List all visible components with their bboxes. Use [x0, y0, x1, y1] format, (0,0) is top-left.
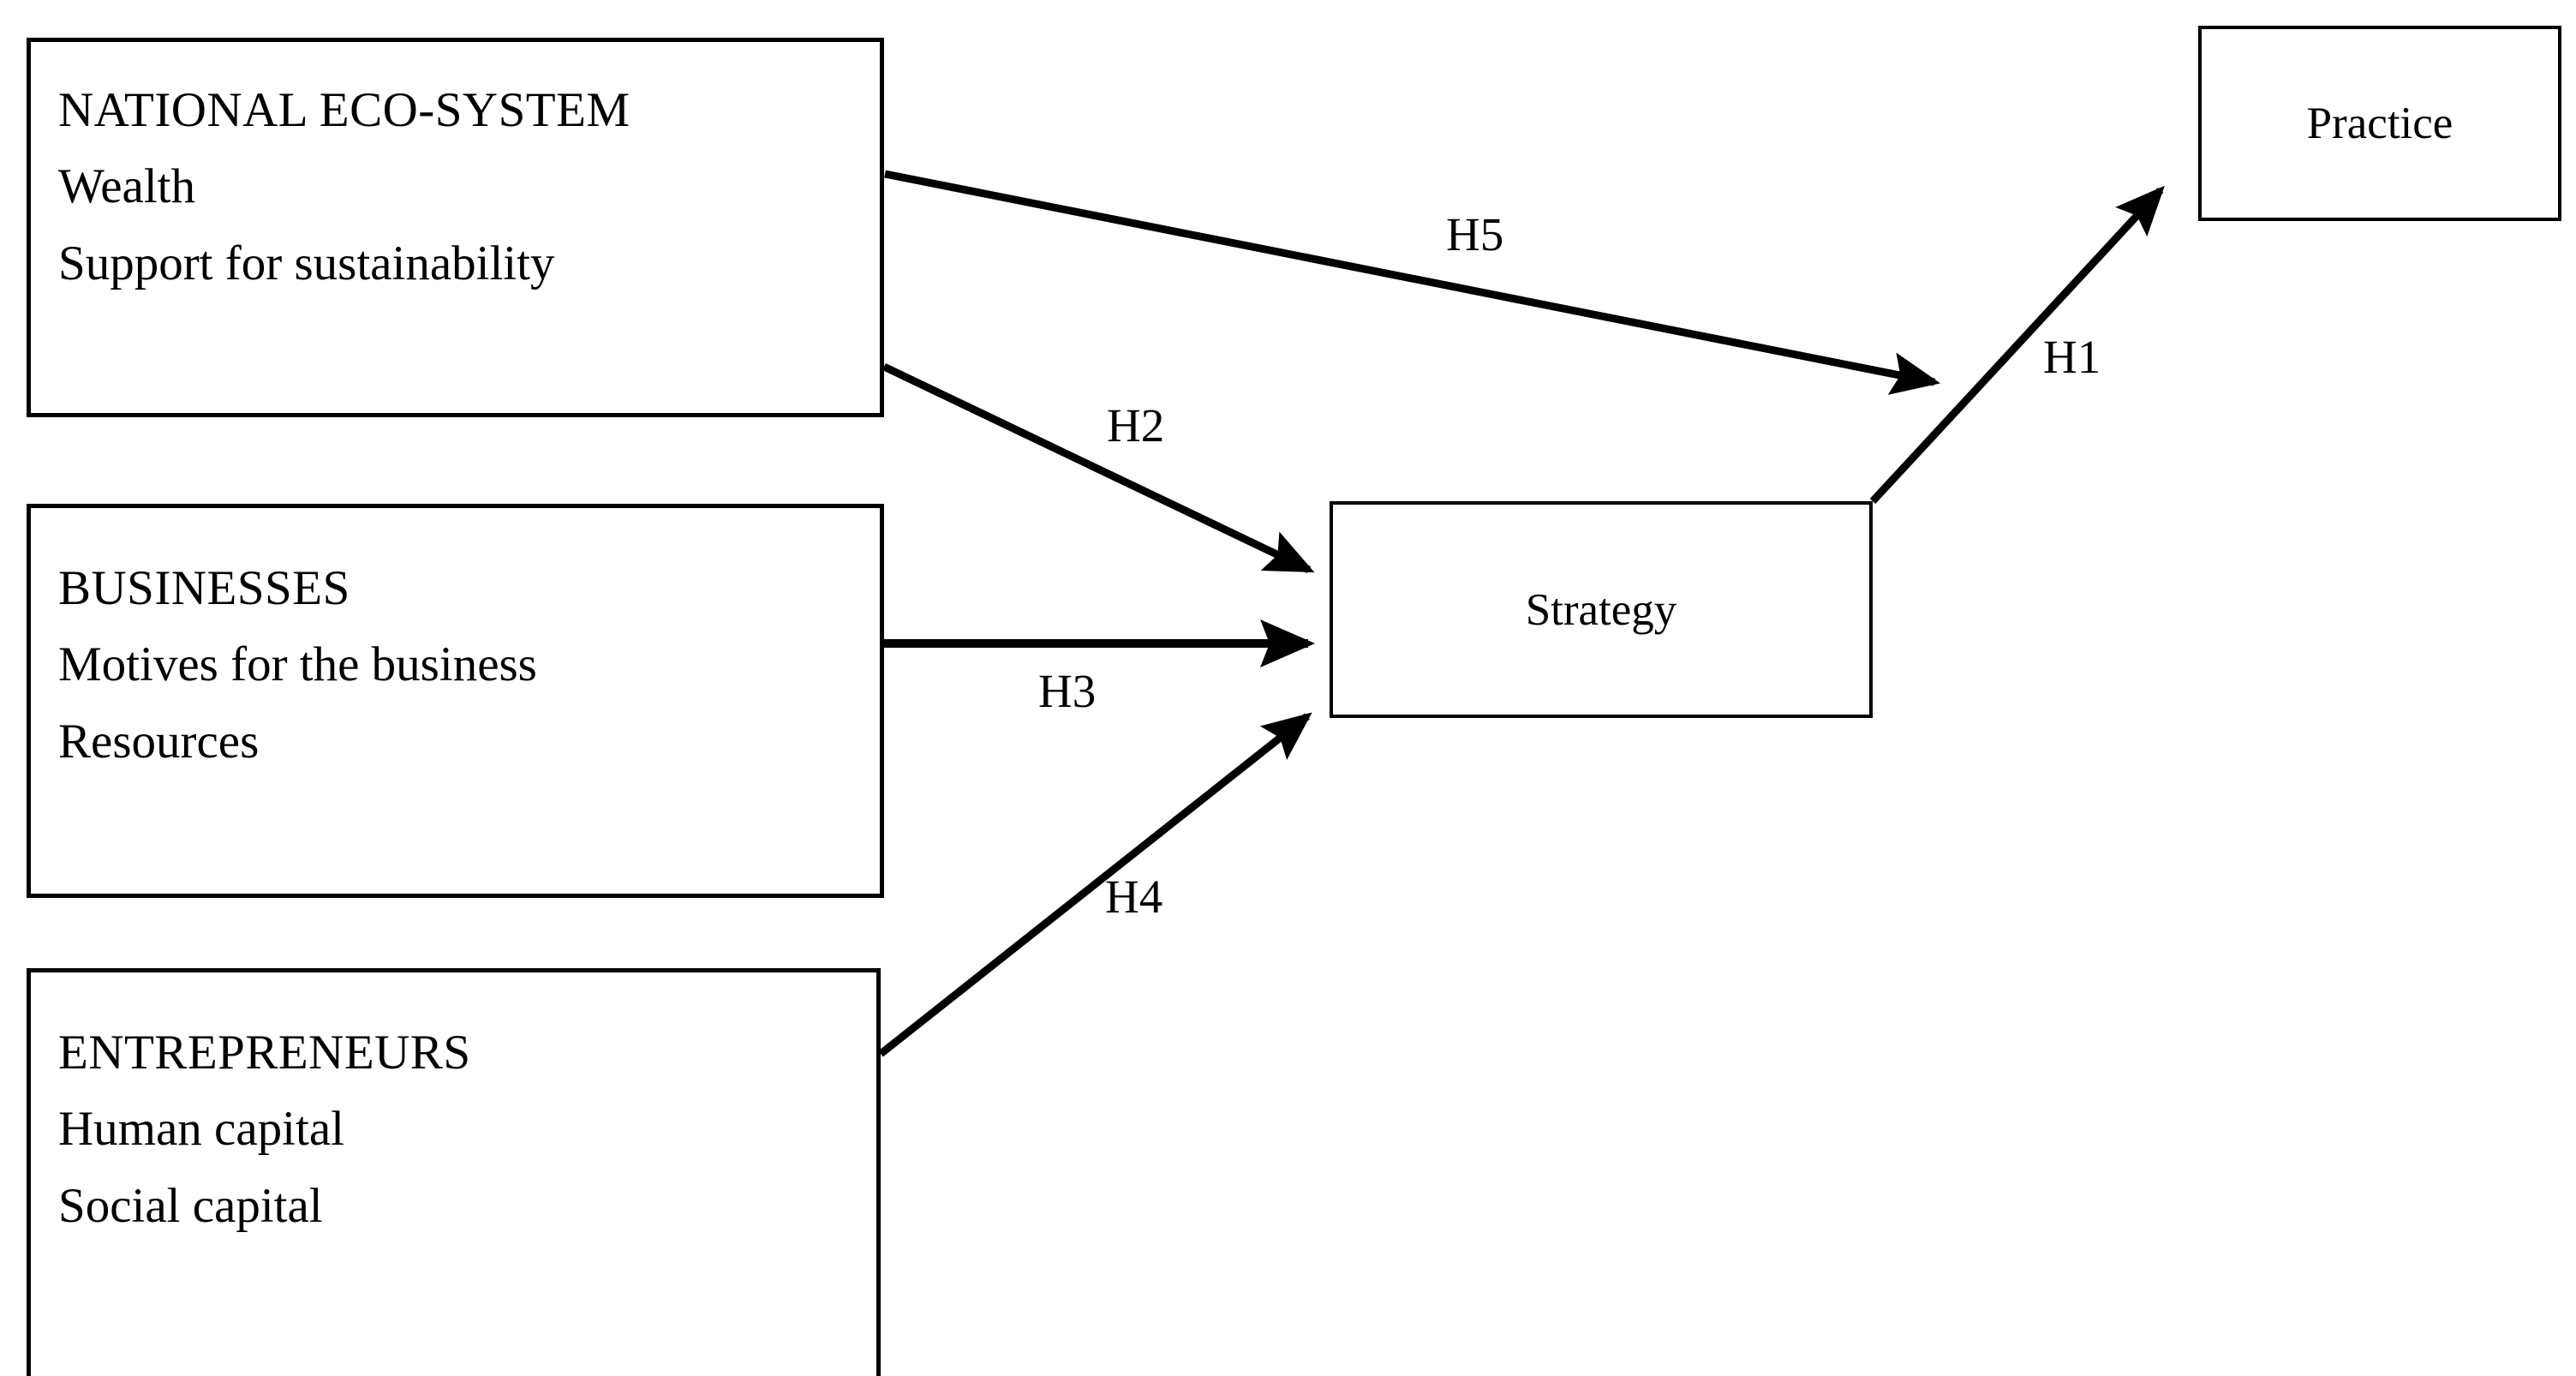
node-practice[interactable]: Practice	[2198, 26, 2561, 221]
node-national-eco-system[interactable]: NATIONAL ECO-SYSTEM Wealth Support for s…	[27, 38, 884, 417]
node-label-strategy: Strategy	[1525, 584, 1677, 635]
node-item-social-capital: Social capital	[58, 1178, 323, 1233]
node-label-practice: Practice	[2306, 99, 2453, 148]
edge-label-h1: H1	[2043, 331, 2101, 383]
node-title-national-eco-system: NATIONAL ECO-SYSTEM	[58, 83, 631, 137]
node-entrepreneurs[interactable]: ENTREPRENEURS Human capital Social capit…	[27, 968, 881, 1376]
node-item-human-capital: Human capital	[58, 1102, 344, 1157]
edge-h2-arrow	[882, 362, 1315, 574]
node-item-wealth: Wealth	[58, 159, 196, 214]
edge-label-h5: H5	[1446, 208, 1504, 260]
node-strategy[interactable]: Strategy	[1330, 501, 1873, 718]
node-title-entrepreneurs: ENTREPRENEURS	[58, 1026, 471, 1080]
edge-label-h2: H2	[1107, 399, 1165, 452]
edge-h4-arrow	[878, 712, 1312, 1057]
edge-label-h4: H4	[1105, 870, 1163, 923]
node-item-support-for-sustainability: Support for sustainability	[58, 236, 555, 290]
edge-h5-arrow	[884, 170, 1941, 395]
edge-label-h3: H3	[1038, 665, 1097, 717]
node-title-businesses: BUSINESSES	[58, 561, 350, 615]
node-item-motives-for-the-business: Motives for the business	[58, 637, 537, 692]
node-businesses[interactable]: BUSINESSES Motives for the business Reso…	[27, 504, 884, 898]
edge-h1-arrow	[1869, 185, 2165, 505]
node-item-resources: Resources	[58, 714, 260, 769]
